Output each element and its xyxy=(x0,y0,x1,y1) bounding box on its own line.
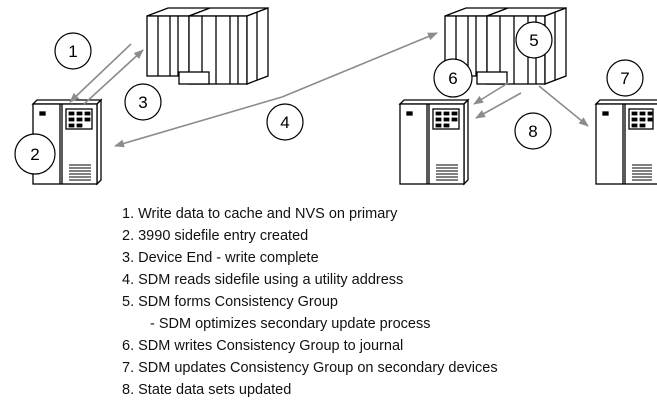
callout-circle-5 xyxy=(515,21,553,59)
callout-label-7: 7 xyxy=(620,69,629,88)
callout-circle-7 xyxy=(606,59,644,97)
callout-label-8: 8 xyxy=(528,122,537,141)
callout-label-2: 2 xyxy=(30,145,39,164)
step-list: 1. Write data to cache and NVS on primar… xyxy=(122,206,498,398)
step-item-2: 2. 3990 sidefile entry created xyxy=(122,228,308,244)
step-item-7: 7. SDM updates Consistency Group on seco… xyxy=(122,360,498,376)
arrow-step-3 xyxy=(83,49,144,105)
step-item-6: 6. SDM writes Consistency Group to journ… xyxy=(122,338,403,354)
step-item-5: 5. SDM forms Consistency Group xyxy=(122,294,338,310)
callout-circle-4 xyxy=(266,103,304,141)
arrow-step-4-to-sdm xyxy=(281,32,438,98)
arrow-step-7 xyxy=(538,85,589,127)
callout-label-1: 1 xyxy=(68,42,77,61)
arrow-step-4-to-primary xyxy=(114,96,283,148)
journal-storage-controller-icon xyxy=(398,98,470,186)
callout-circle-8 xyxy=(514,112,552,150)
step-item-1: 1. Write data to cache and NVS on primar… xyxy=(122,206,398,222)
callout-label-5: 5 xyxy=(529,31,538,50)
secondary-storage-controller-icon xyxy=(594,99,657,185)
callout-label-4: 4 xyxy=(280,113,289,132)
arrow-step-8 xyxy=(475,92,522,119)
step-item-3: 3. Device End - write complete xyxy=(122,250,319,266)
step-item-5-sub: - SDM optimizes secondary update process xyxy=(150,316,430,332)
arrow-step-1 xyxy=(69,43,132,103)
step-item-4: 4. SDM reads sidefile using a utility ad… xyxy=(122,272,403,288)
callout-label-3: 3 xyxy=(138,93,147,112)
callout-circle-1 xyxy=(54,32,92,70)
callout-label-6: 6 xyxy=(448,69,457,88)
step-item-8: 8. State data sets updated xyxy=(122,382,291,398)
arrow-step-6 xyxy=(473,82,509,105)
primary-host-mainframe-icon xyxy=(146,7,269,85)
callout-circle-2 xyxy=(14,133,56,175)
callout-circle-6 xyxy=(433,58,473,98)
callout-circle-3 xyxy=(124,83,162,121)
